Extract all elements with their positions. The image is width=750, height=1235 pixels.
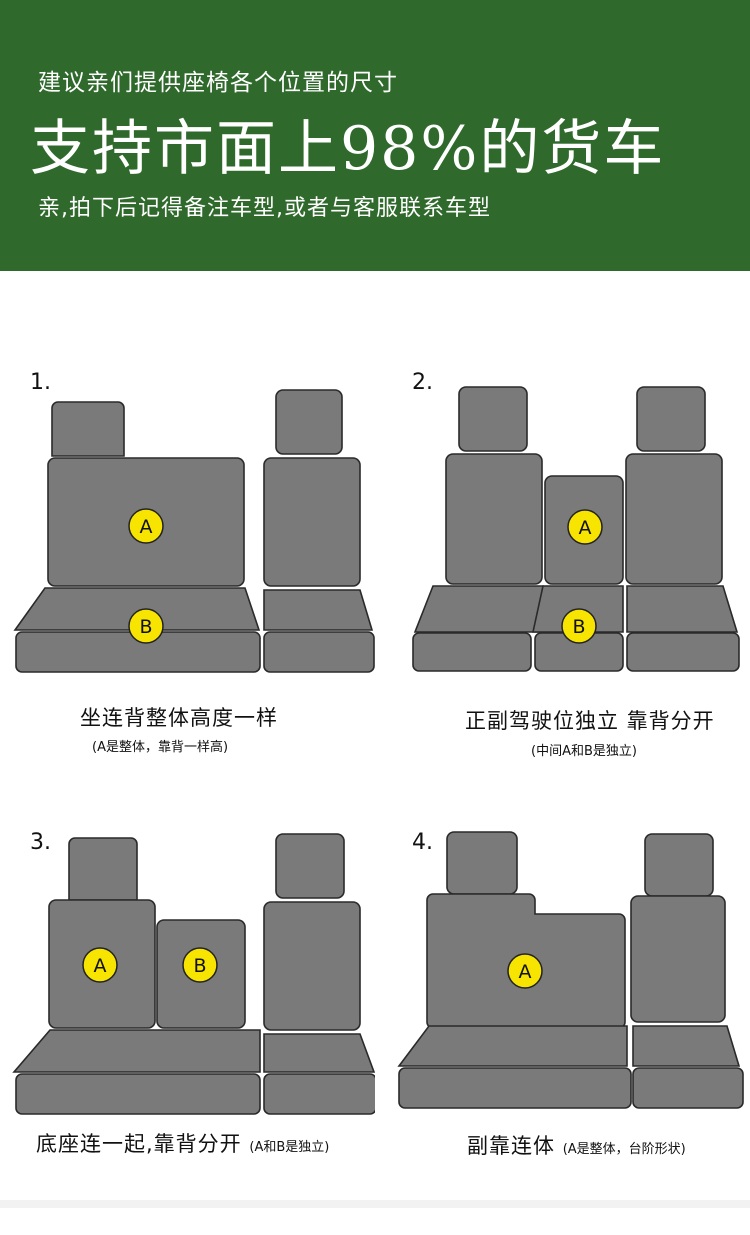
svg-text:A: A [140,516,153,538]
badge-a: A [567,509,603,545]
badge-b: B [561,608,597,644]
seat-layout-3: 3. A B 底座连一起,靠背分开 (A和B是独立) [0,800,375,1235]
banner-title: 支持市面上98%的货车 [30,114,666,184]
seat-layout-2: 2. A B 正副驾驶位独立 靠背分开 (中间A和B是独立) [375,350,750,785]
seat-diagram-2: A B [412,386,740,672]
headrest-right [275,833,345,899]
panel-caption-main: 底座连一起,靠背分开 [36,1132,242,1156]
header-banner: 建议亲们提供座椅各个位置的尺寸 支持市面上98%的货车 亲,拍下后记得备注车型,… [0,0,750,271]
panel-caption-note: (A和B是独立) [249,1140,330,1155]
banner-note: 亲,拍下后记得备注车型,或者与客服联系车型 [38,196,491,221]
cushion-b-top [13,587,261,631]
svg-text:A: A [519,961,532,983]
cushion-right-top [263,589,374,631]
backrest-right [625,453,723,585]
headrest-left [446,831,518,895]
svg-text:A: A [94,955,107,977]
cushion-left-top [413,585,544,633]
svg-text:B: B [139,616,152,638]
panel-caption: 坐连背整体高度一样 [80,706,278,730]
panel-caption: 正副驾驶位独立 靠背分开 [465,709,715,733]
badge-b: B [182,947,218,983]
base-left [412,632,532,672]
cushion-right-top [263,1033,375,1073]
seat-diagram-3: A B [12,833,375,1115]
panel-number: 2. [412,370,433,395]
base-left [15,1073,261,1115]
base-right [263,1073,375,1115]
panel-caption-note: (A是整体，台阶形状) [562,1142,686,1157]
backrest-left [445,453,543,585]
headrest-left [51,401,125,457]
base-left [398,1067,632,1109]
backrest-right [630,895,726,1023]
base-right [632,1067,744,1109]
headrest-right [275,389,343,455]
svg-text:B: B [572,616,585,638]
badge-a: A [82,947,118,983]
headrest-left [68,837,138,901]
base-right [263,631,375,673]
seat-diagram-1: A B [13,389,375,673]
backrest-right [263,457,361,587]
badge-a: A [128,508,164,544]
badge-a: A [507,953,543,989]
headrest-right [636,386,706,452]
cushion-right-top [626,585,739,633]
seat-layout-1: 1. A B 坐连背整体高度一样 (A是整体，靠背一样高) [0,350,375,785]
panel-caption-note: (中间A和B是独立) [531,744,637,759]
cushion-right-top [632,1025,741,1067]
svg-text:B: B [193,955,206,977]
panel-number: 3. [30,830,51,855]
badge-b: B [128,608,164,644]
base-right [626,632,740,672]
headrest-right [644,833,714,897]
panel-caption-main: 副靠连体 [467,1134,555,1158]
panel-caption: 副靠连体 (A是整体，台阶形状) [467,1130,686,1160]
panel-caption-note: (A是整体，靠背一样高) [92,740,229,755]
panel-number: 4. [412,830,433,855]
banner-subtitle: 建议亲们提供座椅各个位置的尺寸 [38,70,398,96]
backrest-right [263,901,361,1031]
seat-layout-4: 4. A 副靠连体 (A是整体，台阶形状) [375,800,750,1235]
seat-diagram-4: A [397,831,744,1109]
svg-text:A: A [579,517,592,539]
panel-number: 1. [30,370,51,395]
panel-caption: 底座连一起,靠背分开 (A和B是独立) [36,1128,329,1158]
footer-divider [0,1200,750,1208]
headrest-left [458,386,528,452]
cushion-left-top [12,1029,261,1073]
cushion-left-top [397,1025,628,1067]
